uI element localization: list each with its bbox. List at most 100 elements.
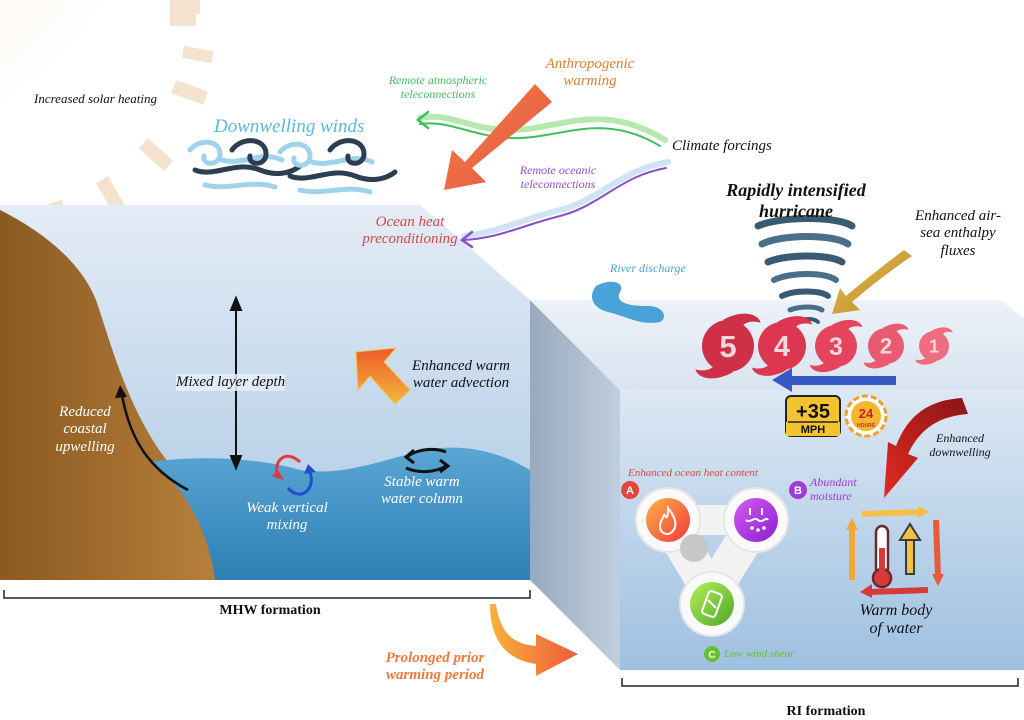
marker-b-text: B xyxy=(794,485,802,497)
hurricane-funnel-icon xyxy=(754,215,856,324)
marker-a xyxy=(621,481,639,499)
wind-shear-label: Low wind shear xyxy=(724,648,795,660)
ocean-water xyxy=(150,447,530,580)
hours-word: HOURS xyxy=(857,423,876,429)
mixed-layer-label: Mixed layer depth xyxy=(176,374,286,392)
upwelling-line2: coastal xyxy=(63,421,107,438)
anthropogenic-label: Anthropogenic warming xyxy=(530,56,650,91)
atmospheric-line2: teleconnections xyxy=(400,86,476,101)
prolonged-line2: warming period xyxy=(386,667,484,684)
atmospheric-label: Remote atmospheric teleconnections xyxy=(378,73,498,102)
hurricane-category-4: 4 xyxy=(752,316,812,376)
downwelling-arrow xyxy=(884,398,968,498)
advection-label: Enhanced warm water advection xyxy=(396,358,526,393)
downwelling-label: Enhanced downwelling xyxy=(910,431,1010,460)
upwelling-label: Reduced coastal upwelling xyxy=(40,404,130,456)
oceanic-line2: teleconnections xyxy=(520,176,596,191)
clock-24h-icon xyxy=(844,394,888,438)
marker-a-text: A xyxy=(626,485,634,497)
moisture-line1: Abundant xyxy=(810,475,857,489)
hurricane-category-label: 1 xyxy=(929,336,939,356)
stable-line2: water column xyxy=(380,491,464,508)
mph-text: MPH xyxy=(801,424,826,436)
hurricane-category-label: 3 xyxy=(829,333,843,361)
prolonged-warming-arrow xyxy=(490,604,578,676)
vertical-mixing-icon xyxy=(272,454,316,496)
enthalpy-label: Enhanced air- sea enthalpy fluxes xyxy=(898,208,1018,260)
hurricane-label: Rapidly intensified hurricane xyxy=(716,180,876,221)
moisture-line2: moisture xyxy=(810,488,852,503)
upwelling-arrow xyxy=(115,385,189,492)
ocean-heat-label: Ocean heat preconditioning xyxy=(340,214,480,249)
ocean-heat-line1: Ocean heat xyxy=(375,214,445,230)
mhw-bracket xyxy=(3,590,531,599)
warm-body-line2: of water xyxy=(869,620,923,638)
mixing-line2: mixing xyxy=(266,517,308,534)
hurricane-line2: hurricane xyxy=(758,200,834,221)
intensification-arrow xyxy=(772,368,896,392)
block-side-face xyxy=(530,300,620,670)
hurricane-category-label: 4 xyxy=(774,331,790,363)
anthropogenic-line2: warming xyxy=(563,73,617,90)
anthropogenic-arrow xyxy=(444,84,552,190)
hurricane-category-5: 5 xyxy=(695,313,761,379)
enthalpy-line2: sea enthalpy xyxy=(920,225,996,242)
stable-column-label: Stable warm water column xyxy=(362,474,482,509)
anthropogenic-line1: Anthropogenic xyxy=(545,56,635,72)
enthalpy-line1: Enhanced air- xyxy=(915,208,1001,224)
hurricane-line1: Rapidly intensified xyxy=(726,180,866,200)
mhw-formation-label: MHW formation xyxy=(219,603,321,618)
oceanic-teleconnection-arrow xyxy=(459,159,671,249)
sun-icon xyxy=(0,0,214,237)
enthalpy-line3: fluxes xyxy=(940,242,976,259)
stable-column-arrows xyxy=(403,447,451,474)
warm-water-cycle-icon xyxy=(846,506,944,598)
climate-forcings-label: Climate forcings xyxy=(672,138,772,154)
wind-increase-badge xyxy=(785,395,841,437)
advection-line2: water advection xyxy=(412,375,510,392)
hours-number: 24 xyxy=(859,406,874,421)
ri-bracket xyxy=(621,678,1019,687)
warm-body-line1: Warm body xyxy=(859,602,933,619)
marker-c-text: C xyxy=(708,650,715,661)
fire-icon xyxy=(646,498,690,542)
coast-land xyxy=(0,210,222,580)
advection-line1: Enhanced warm xyxy=(412,358,510,374)
stable-line1: Stable warm xyxy=(384,474,460,490)
river-icon xyxy=(592,281,664,323)
solar-heating-label: Increased solar heating xyxy=(34,91,157,106)
hurricane-category-scale: 5 4 3 2 1 xyxy=(695,313,953,379)
hurricane-category-label: 5 xyxy=(719,329,736,364)
ohc-label: Enhanced ocean heat content xyxy=(628,467,758,479)
hurricane-category-2: 2 xyxy=(863,323,909,369)
oceanic-line1: Remote oceanic xyxy=(519,163,597,177)
mixing-line1: Weak vertical xyxy=(246,500,328,516)
downwelling-line2: downwelling xyxy=(929,444,991,459)
upwelling-line1: Reduced xyxy=(59,404,111,420)
prolonged-line1: Prolonged prior xyxy=(385,650,485,666)
downwelling-line1: Enhanced xyxy=(936,431,984,445)
moisture-icon xyxy=(734,498,778,542)
atmospheric-line1: Remote atmospheric xyxy=(388,73,488,87)
ri-formation-label: RI formation xyxy=(786,704,866,719)
marker-b xyxy=(789,481,807,499)
upwelling-line3: upwelling xyxy=(55,438,115,455)
wind-swirls-icon xyxy=(187,138,398,195)
marker-c xyxy=(704,646,720,662)
mixing-label: Weak vertical mixing xyxy=(232,500,342,535)
downwelling-winds-label: Downwelling winds xyxy=(214,116,365,137)
atmospheric-teleconnection-arrow xyxy=(415,110,668,147)
wind-shear-icon xyxy=(690,582,734,626)
river-discharge-label: River discharge xyxy=(610,261,686,275)
moisture-label: Abundant moisture xyxy=(810,475,857,504)
hurricane-category-label: 2 xyxy=(880,334,892,359)
ocean-heat-line2: preconditioning xyxy=(362,231,458,248)
enthalpy-flux-arrow xyxy=(832,250,912,314)
warm-body-label: Warm body of water xyxy=(836,602,956,639)
oceanic-label: Remote oceanic teleconnections xyxy=(498,163,618,192)
hurricane-category-1: 1 xyxy=(915,327,953,365)
plus35-text: +35 xyxy=(796,401,830,423)
advection-arrow xyxy=(355,347,411,405)
hurricane-category-3: 3 xyxy=(809,319,863,373)
